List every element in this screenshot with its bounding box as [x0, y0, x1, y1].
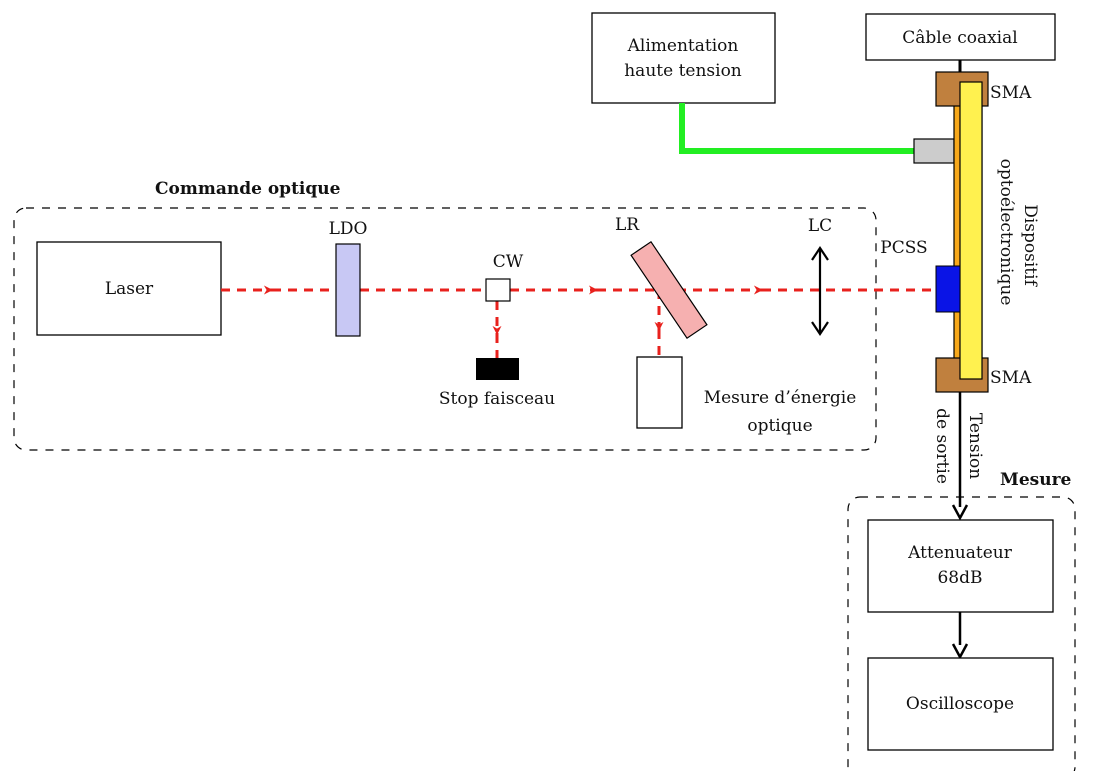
laser-label: Laser — [105, 279, 154, 299]
attenuator-box — [867, 519, 1054, 613]
output-voltage-arrowhead — [951, 504, 969, 521]
lc-lens — [811, 246, 829, 336]
measure-region — [847, 496, 1076, 771]
lr-label: LR — [615, 215, 640, 235]
pcss-chip — [935, 265, 961, 313]
sma-top-label: SMA — [990, 83, 1032, 103]
device-label-1: Dispositif — [1020, 204, 1040, 287]
laser-beam — [221, 285, 936, 358]
cw-label: CW — [493, 252, 524, 272]
attenuator-label-2: 68dB — [937, 568, 982, 588]
energy-meter-label-2: optique — [747, 416, 812, 436]
cw-optic — [485, 278, 511, 302]
oscilloscope-label: Oscilloscope — [906, 694, 1014, 714]
ldo-optic — [335, 243, 361, 337]
hv-connector — [913, 138, 955, 164]
measure-title: Mesure — [1000, 470, 1072, 490]
sma-bottom-label: SMA — [990, 368, 1032, 388]
coax-cable-label: Câble coaxial — [902, 28, 1017, 48]
device-inner — [959, 81, 983, 380]
optical-control-region — [13, 207, 877, 451]
hv-cable — [679, 103, 914, 154]
hv-supply-box — [591, 12, 776, 104]
output-voltage-label-1: Tension — [965, 413, 985, 479]
attenuator-label-1: Attenuateur — [907, 543, 1013, 563]
optical-control-title: Commande optique — [155, 179, 341, 199]
pcss-label: PCSS — [880, 238, 927, 258]
beam-stop-label: Stop faisceau — [439, 389, 555, 409]
laser-box — [36, 241, 222, 336]
lr-optic — [630, 241, 708, 339]
attenuator-to-scope-arrowhead — [951, 643, 969, 660]
beam-stop — [476, 358, 519, 380]
oscilloscope-box — [867, 657, 1054, 751]
hv-supply-label-1: Alimentation — [627, 36, 739, 56]
output-voltage-label-2: de sortie — [932, 408, 952, 484]
energy-meter-box — [636, 356, 683, 429]
hv-supply-label-2: haute tension — [624, 61, 742, 81]
ldo-label: LDO — [329, 219, 368, 239]
lc-label: LC — [808, 216, 832, 236]
device-label-2: optoélectronique — [996, 159, 1016, 306]
energy-meter-label-1: Mesure d’énergie — [704, 388, 857, 408]
coax-cable-box — [865, 13, 1056, 61]
optoelectronic-device — [935, 71, 989, 393]
